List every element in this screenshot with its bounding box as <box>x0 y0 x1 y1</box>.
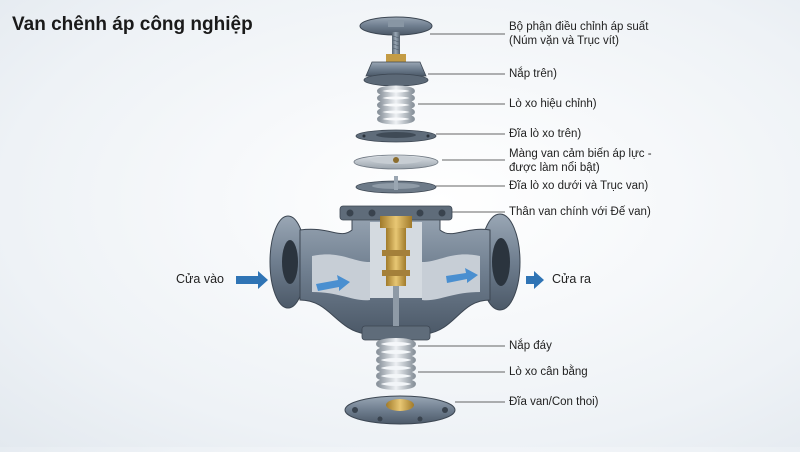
label-valve-disc: Đĩa van/Con thoi) <box>509 396 599 408</box>
valve-disc <box>344 395 456 425</box>
top-bonnet <box>363 54 429 87</box>
balancing-spring <box>376 338 416 390</box>
lower-spring-disc <box>355 176 437 194</box>
label-upper-spring-disc: Đĩa lò xo trên) <box>509 128 582 140</box>
label-diaphragm: Màng van cảm biến áp lực -được làm nổi b… <box>509 148 652 174</box>
upper-spring-disc <box>355 129 437 143</box>
label-pressure-adjuster: Bộ phận điều chỉnh áp suất(Núm vặn và Tr… <box>509 21 649 47</box>
handwheel <box>359 16 433 58</box>
page-title: Van chênh áp công nghiệp <box>12 14 253 35</box>
label-lower-spring-disc: Đĩa lò xo dưới và Trục van) <box>509 180 649 192</box>
label-valve-body: Thân van chính với Đế van) <box>509 206 651 218</box>
label-balancing-spring: Lò xo cân bằng <box>509 366 588 378</box>
inner-inlet-arrow <box>316 275 350 291</box>
inlet-label: Cửa vào <box>176 272 224 286</box>
inner-outlet-arrow <box>446 268 478 283</box>
inlet-arrow <box>236 271 268 289</box>
diaphragm <box>353 154 439 170</box>
outlet-label: Cửa ra <box>552 272 591 286</box>
brass-stem <box>380 216 412 326</box>
label-top-bonnet: Nắp trên) <box>509 68 557 80</box>
label-bottom-cap: Nắp đáy <box>509 340 552 352</box>
adjusting-spring <box>377 85 415 125</box>
leader-lines <box>418 33 505 403</box>
label-adjusting-spring: Lò xo hiệu chỉnh) <box>509 98 597 110</box>
flow-arrows <box>236 268 544 291</box>
outlet-arrow <box>526 271 544 289</box>
